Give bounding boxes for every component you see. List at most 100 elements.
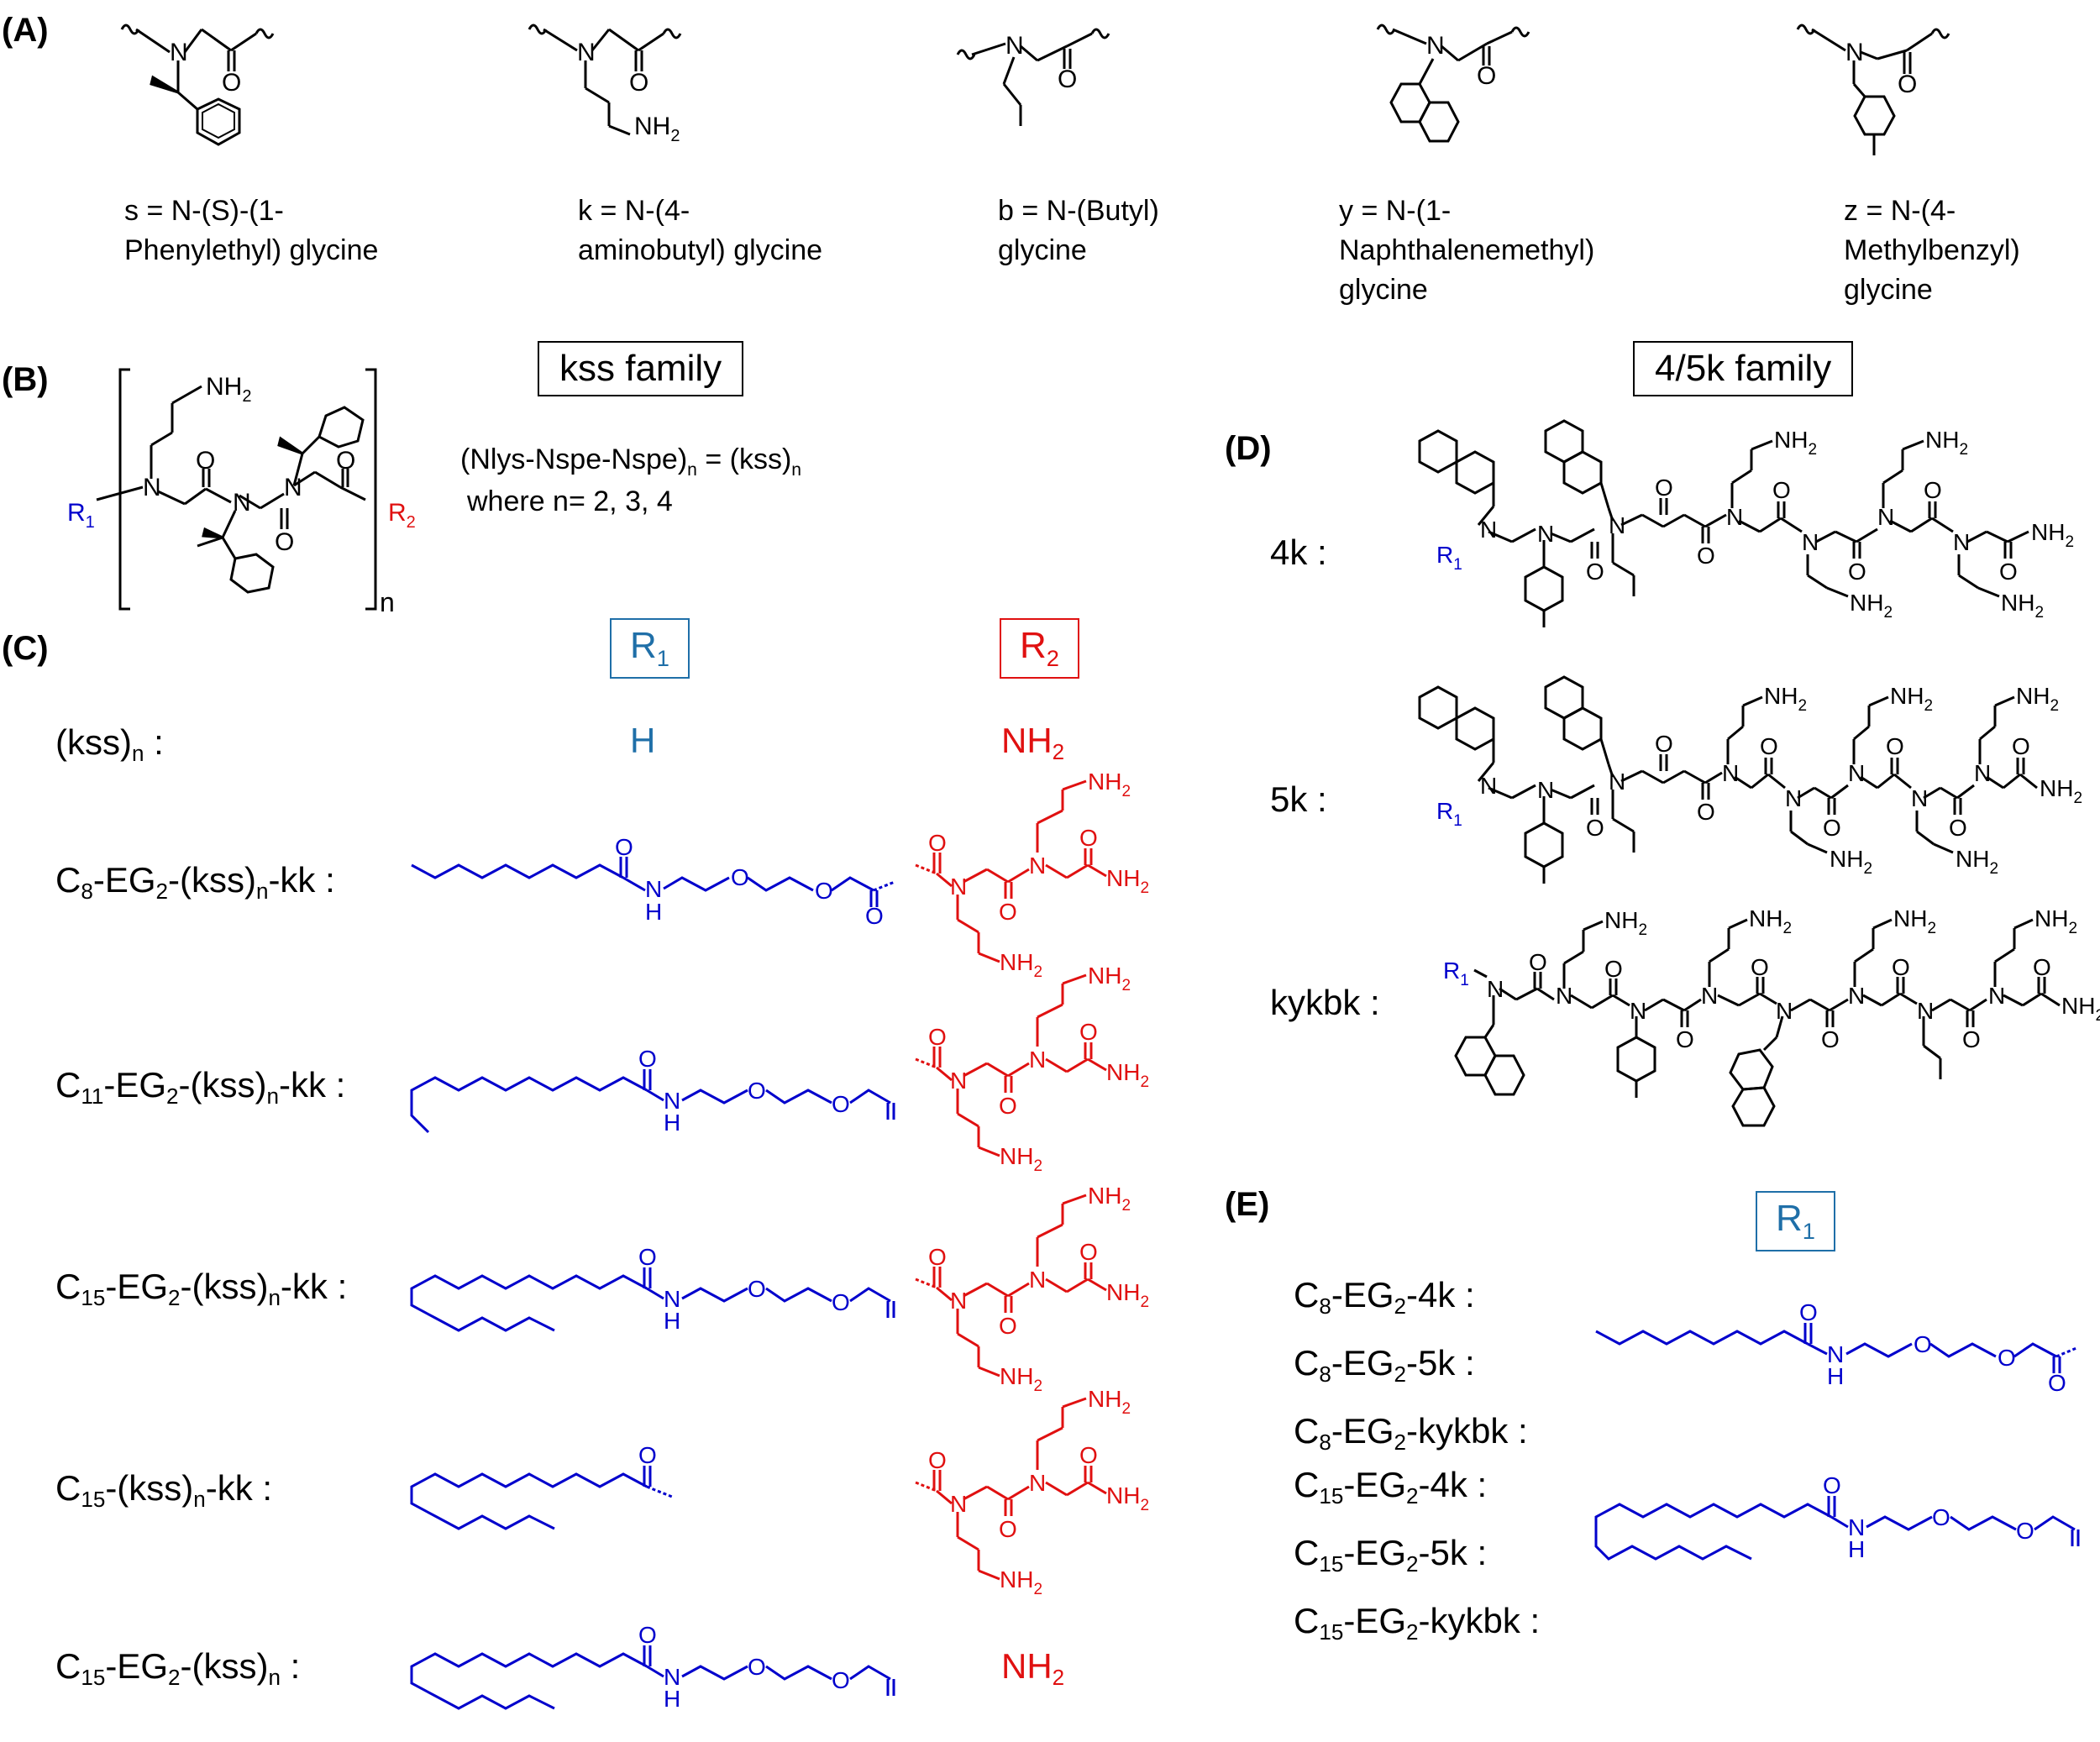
atom-nh2: NH2 <box>1956 846 1998 878</box>
e-c8-names: C8-EG2-4k : C8-EG2-5k : C8-EG2-kykbk : <box>1294 1267 1528 1470</box>
atom-n: N <box>1701 983 1718 1009</box>
atom-n: N <box>1537 777 1554 803</box>
atom-o: O <box>196 447 215 475</box>
atom-nh2: NH2 <box>1604 907 1647 939</box>
monomer-b-caption: b = N-(Butyl) glycine <box>998 192 1159 270</box>
atom-o: O <box>1586 815 1604 841</box>
atom-nh2: NH2 <box>2040 775 2082 807</box>
atom-n: N <box>950 1491 967 1517</box>
row-c15-noeg-name: C15-(kss)n-kk : <box>55 1468 273 1512</box>
atom-o: O <box>928 1447 947 1473</box>
atom-nh2: NH2 <box>634 113 680 145</box>
monomer-z-structure: N O <box>1796 24 1950 155</box>
atom-o: O <box>1914 1331 1932 1357</box>
atom-o: O <box>1799 1299 1818 1325</box>
caption-line: glycine <box>1844 273 1933 306</box>
panel-label-d: (D) <box>1225 430 1272 467</box>
atom-o: O <box>1655 731 1673 757</box>
r1-c15-eg2-structure: O N H O O <box>410 1244 895 1334</box>
r2-header: R <box>1020 625 1047 666</box>
atom-n: N <box>1005 32 1024 60</box>
row-kss-r1: H <box>630 721 656 760</box>
atom-n: N <box>1480 773 1497 799</box>
atom-nh2: NH2 <box>1088 1183 1131 1215</box>
caption-line: glycine <box>1339 273 1428 306</box>
name-c15-eg2-4k: C15-EG2-4k : <box>1294 1465 1488 1509</box>
repeat-n-label: n <box>380 587 395 617</box>
row-c15-name: C15-EG2-(kss)n-kk : <box>55 1267 348 1310</box>
atom-nh2: NH2 <box>1000 1143 1042 1175</box>
45k-family-box: 4/5k family <box>1633 341 1854 396</box>
atom-n: N <box>1609 769 1625 795</box>
atom-o: O <box>1079 1239 1098 1265</box>
atom-o: O <box>1079 825 1098 851</box>
atom-n: N <box>1848 1514 1865 1540</box>
atom-o: O <box>1058 66 1077 93</box>
monomer-z-caption: z = N-(4- Methylbenzyl) glycine <box>1844 192 2020 310</box>
atom-o: O <box>999 1313 1017 1339</box>
atom-o: O <box>1823 1472 1841 1498</box>
r1-header-box-e: R1 <box>1756 1191 1835 1251</box>
atom-n: N <box>1974 760 1991 786</box>
monomer-k-caption: k = N-(4- aminobutyl) glycine <box>578 192 822 270</box>
atom-o: O <box>1898 71 1917 98</box>
monomer-k-structure: N O NH2 <box>528 24 682 145</box>
panel-label-b: (B) <box>2 361 49 398</box>
row-c15-nokk-name: C15-EG2-(kss)n : <box>55 1646 301 1690</box>
r1-label: R1 <box>67 499 95 532</box>
row-c8-name: C8-EG2-(kss)n-kk : <box>55 860 335 904</box>
atom-nh2: NH2 <box>1000 949 1042 981</box>
r2-kk-structure-3: O N O N O NH2 NH2 NH2 <box>915 1183 1149 1395</box>
r1-c15-eg2-structure-2: O N H O O <box>410 1622 895 1712</box>
atom-n: N <box>645 876 662 902</box>
structure-5k: R1 N N O N O O N O N O N O N O N O NH2 N… <box>1418 675 2082 884</box>
atom-o: O <box>336 447 355 475</box>
row-kss-r2: NH2 <box>1001 721 1065 764</box>
caption-line: s = N-(S)-(1- <box>124 195 284 227</box>
atom-nh2: NH2 <box>2001 590 2044 622</box>
monomer-y-structure: N O <box>1376 24 1530 143</box>
atom-nh2: NH2 <box>1088 1386 1131 1418</box>
r1-header: R <box>1776 1198 1803 1239</box>
atom-n: N <box>577 39 596 66</box>
atom-n: N <box>664 1286 680 1312</box>
atom-o: O <box>1604 956 1623 982</box>
atom-n: N <box>1556 983 1572 1009</box>
atom-nh2: NH2 <box>1893 905 1936 937</box>
r2-label: R2 <box>388 499 416 532</box>
r2-header-sub: 2 <box>1046 644 1059 671</box>
atom-nh2: NH2 <box>2034 905 2077 937</box>
kss-repeat-structure: N N N O O O NH2 R1 R2 n <box>67 368 416 617</box>
atom-n: N <box>950 1068 967 1094</box>
atom-o: O <box>638 1046 657 1072</box>
atom-n: N <box>143 474 161 501</box>
atom-o: O <box>1924 477 1942 503</box>
atom-nh2: NH2 <box>1106 1482 1149 1514</box>
monomer-b-structure: N O <box>956 28 1110 126</box>
atom-n: N <box>1722 760 1739 786</box>
caption-line: b = N-(Butyl) <box>998 195 1159 227</box>
atom-o: O <box>638 1244 657 1270</box>
atom-o: O <box>815 878 833 904</box>
r1-label: R1 <box>1436 542 1462 574</box>
atom-nh2: NH2 <box>1749 905 1792 937</box>
e-c15-names: C15-EG2-4k : C15-EG2-5k : C15-EG2-kykbk … <box>1294 1456 1540 1660</box>
atom-n: N <box>233 489 251 517</box>
atom-o: O <box>1655 475 1673 501</box>
atom-nh2: NH2 <box>1000 1566 1042 1598</box>
label-4k: 4k : <box>1270 533 1327 572</box>
atom-o: O <box>928 1024 947 1050</box>
atom-n: N <box>1848 983 1865 1009</box>
caption-line: Methylbenzyl) <box>1844 233 2020 266</box>
atom-o: O <box>928 1244 947 1270</box>
caption-line: glycine <box>998 233 1087 266</box>
atom-h: H <box>1848 1536 1865 1562</box>
e-r1-c15-eg2-structure: O N H O O <box>1594 1472 2080 1562</box>
atom-o: O <box>832 1667 850 1693</box>
atom-o: O <box>275 528 294 556</box>
atom-o: O <box>1477 62 1496 90</box>
panel-label-c: (C) <box>2 630 49 667</box>
atom-nh2: NH2 <box>1000 1363 1042 1395</box>
atom-n: N <box>1785 785 1802 811</box>
name-c8-eg2-4k: C8-EG2-4k : <box>1294 1275 1475 1319</box>
